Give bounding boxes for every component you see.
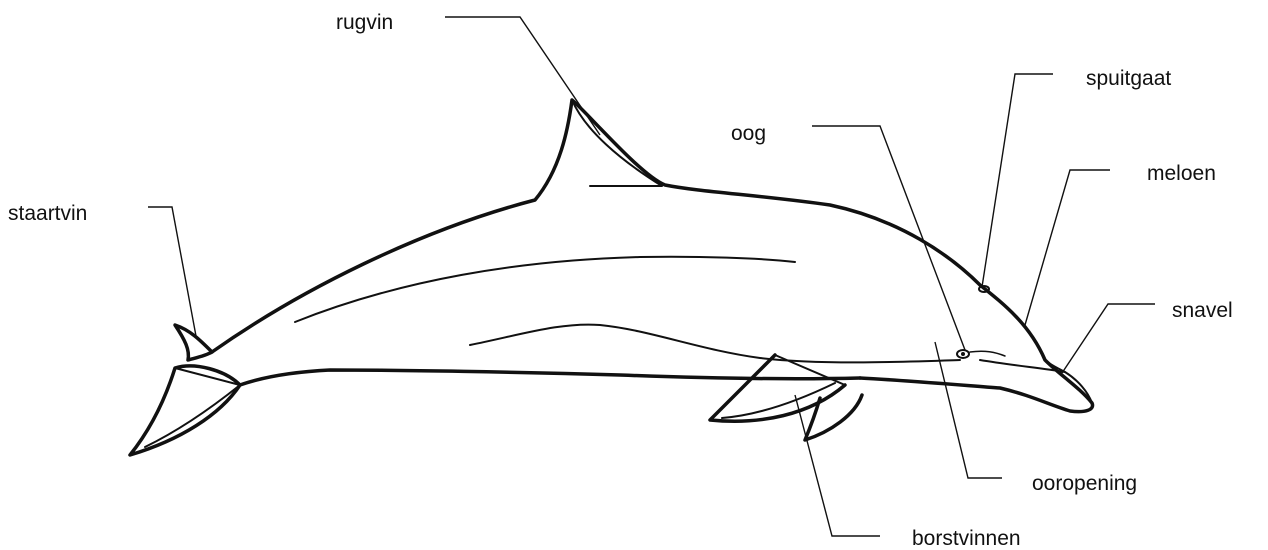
dolphin-belly-outline xyxy=(240,370,860,385)
label-meloen: meloen xyxy=(1147,163,1216,184)
label-oog: oog xyxy=(731,123,766,144)
label-snavel: snavel xyxy=(1172,300,1233,321)
pectoral-fin-back xyxy=(805,395,862,440)
label-borstvinnen: borstvinnen xyxy=(912,528,1021,549)
leader-borstvinnen xyxy=(795,395,880,536)
tail-fluke-upper xyxy=(175,325,212,360)
pectoral-fin-front-inner xyxy=(722,355,845,418)
label-spuitgaat: spuitgaat xyxy=(1086,68,1171,89)
label-rugvin: rugvin xyxy=(336,12,393,33)
leader-meloen xyxy=(1025,170,1110,325)
flank-line-upper xyxy=(295,257,795,322)
tail-fluke-lower xyxy=(130,366,240,455)
label-staartvin: staartvin xyxy=(8,203,87,224)
label-ooropening: ooropening xyxy=(1032,473,1137,494)
leader-spuitgaat xyxy=(982,74,1053,287)
leader-rugvin xyxy=(445,17,600,135)
leader-lines xyxy=(148,17,1155,536)
flank-line-lower xyxy=(470,325,960,363)
dolphin-pupil xyxy=(961,352,965,356)
leader-staartvin xyxy=(148,207,196,336)
dolphin-back-outline xyxy=(212,100,1093,412)
leader-snavel xyxy=(1062,304,1155,373)
eye-line xyxy=(970,351,1005,356)
dolphin-illustration xyxy=(130,100,1093,455)
dolphin-mouth-line xyxy=(980,360,1092,403)
leader-oog xyxy=(812,126,965,350)
